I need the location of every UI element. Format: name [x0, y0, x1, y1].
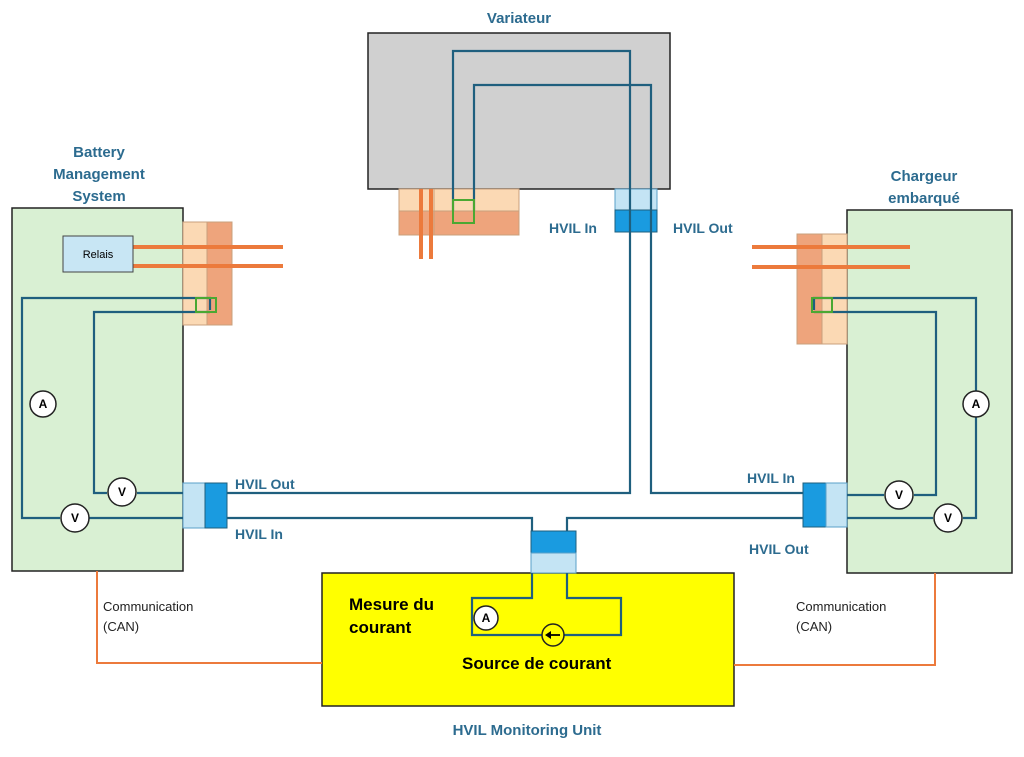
bms-voltmeter-outer [60, 503, 90, 533]
current-source-arrow-head [545, 631, 551, 639]
variateur-hvil-out-label: HVIL Out [673, 220, 733, 236]
monitor-ammeter [473, 605, 499, 631]
bms-ammeter [29, 390, 57, 418]
variateur-loop-inner [472, 83, 653, 232]
mesure-label-line2: courant [349, 618, 412, 637]
monitor-loop-left [470, 573, 543, 637]
variateur-box [367, 32, 671, 190]
chargeur-hvil-connector-dark [802, 482, 827, 528]
source-label: Source de courant [462, 654, 612, 673]
chargeur-green-bridge [811, 297, 833, 313]
bms-title-line3: System [72, 188, 125, 205]
variateur-loop-outer [451, 49, 632, 232]
chargeur-hvil-connector-light [825, 482, 848, 528]
hvil-line-monitor-chargeur [565, 516, 803, 531]
chargeur-ammeter-label: A [972, 397, 981, 411]
monitor-loop-right [563, 573, 623, 637]
chargeur-voltmeter-inner [884, 480, 914, 510]
bms-loop-outer [20, 296, 212, 520]
bms-title-line2: Management [53, 166, 145, 183]
bms-voltmeter-inner-label: V [118, 485, 126, 499]
monitoring-unit-box [321, 572, 735, 707]
hvil-line-bms-monitor [227, 516, 534, 531]
bms-ammeter-label: A [39, 397, 48, 411]
monitor-ammeter-label: A [482, 611, 491, 625]
monitoring-unit-title: HVIL Monitoring Unit [453, 722, 602, 739]
monitoring-hvil-connector-light [530, 552, 577, 574]
can-line-chargeur [734, 573, 936, 666]
mesure-label-line1: Mesure du [349, 595, 434, 614]
chargeur-voltmeter-outer-label: V [944, 511, 952, 525]
hvil-line-variateur-bms [227, 232, 632, 495]
hvil-line-variateur-chargeur [649, 232, 803, 495]
chargeur-ammeter [962, 390, 990, 418]
chargeur-box [846, 209, 1013, 574]
bms-voltmeter-inner [107, 477, 137, 507]
chargeur-can-label: (CAN) [796, 619, 832, 634]
relais-box [62, 235, 134, 273]
chargeur-title-line1: Chargeur [891, 168, 958, 185]
chargeur-hvil-out-label: HVIL Out [749, 541, 809, 557]
chargeur-voltmeter-inner-label: V [895, 488, 903, 502]
bms-voltmeter-outer-label: V [71, 511, 79, 525]
bms-communication-label: Communication [103, 599, 193, 614]
chargeur-loop-outer [812, 296, 978, 520]
bms-title-line1: Battery [73, 144, 125, 161]
variateur-hvil-connector-dark [614, 209, 658, 233]
bms-hvil-out-label: HVIL Out [235, 476, 295, 492]
chargeur-power-connector-light [821, 233, 848, 345]
can-line-bms [96, 571, 322, 664]
chargeur-power-connector-dark [796, 233, 823, 345]
variateur-title: Variateur [487, 10, 551, 27]
bms-power-connector-dark [206, 221, 233, 326]
bms-can-label: (CAN) [103, 619, 139, 634]
chargeur-title-line2: embarqué [888, 190, 960, 207]
chargeur-voltmeter-outer [933, 503, 963, 533]
chargeur-communication-label: Communication [796, 599, 886, 614]
bms-hvil-in-label: HVIL In [235, 526, 283, 542]
monitoring-hvil-connector-dark [530, 530, 577, 554]
relais-label: Relais [83, 249, 114, 261]
chargeur-loop-inner [814, 310, 938, 497]
bms-green-bridge [195, 297, 217, 313]
bms-hvil-connector-dark [204, 482, 228, 529]
variateur-green-bridge [452, 199, 475, 224]
bms-loop-inner [92, 310, 210, 495]
variateur-hvil-in-label: HVIL In [549, 220, 597, 236]
bms-hvil-connector-light [182, 482, 206, 529]
chargeur-hvil-in-label: HVIL In [747, 470, 795, 486]
